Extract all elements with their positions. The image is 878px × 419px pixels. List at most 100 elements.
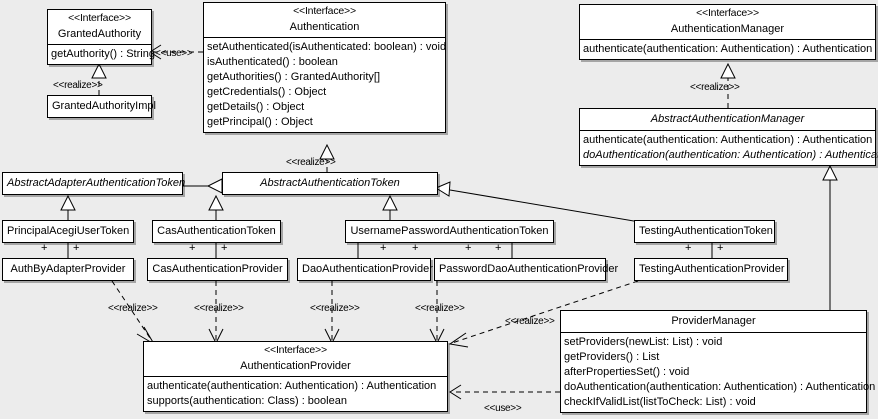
class-header: DaoAuthenticationProvider [298,259,433,280]
operation: doAuthentication(authentication: Authent… [564,381,876,393]
operation: authenticate(authentication: Authenticat… [147,379,437,392]
class-cas-authentication-provider[interactable]: CasAuthenticationProvider [147,258,288,281]
multiplicity-marker: + [495,242,502,254]
multiplicity-marker: + [685,242,692,254]
class-name: AuthenticationManager [670,22,785,35]
class-header: TestingAuthenticationProvider [635,259,787,280]
class-header: TestingAuthenticationToken [635,221,774,242]
operation: getProviders() : List [564,351,660,363]
class-name: PrincipalAcegiUserToken [7,225,130,237]
class-header: AbstractAuthenticationToken [223,173,437,194]
class-principal-acegi-user-token[interactable]: PrincipalAcegiUserToken [2,220,134,243]
class-header: AbstractAuthenticationManager [580,109,875,130]
operation: afterPropertiesSet() : void [564,366,690,378]
operations-compartment: authenticate(authentication: Authenticat… [580,130,878,165]
class-header: <<Interface>> GrantedAuthority [48,10,151,44]
operation: setAuthenticated(isAuthenticated: boolea… [207,40,447,53]
class-header: PrincipalAcegiUserToken [3,221,133,242]
class-name: Authentication [289,20,360,33]
operation: checkIfValidList(listToCheck: List) : vo… [564,396,756,408]
operation: doAuthentication(authentication: Authent… [583,149,878,161]
class-cas-authentication-token[interactable]: CasAuthenticationToken [152,220,281,243]
multiplicity-marker: + [189,242,196,254]
operation: supports(authentication: Class) : boolea… [147,394,347,407]
class-authentication-manager[interactable]: <<Interface>> AuthenticationManager auth… [579,4,876,60]
class-testing-authentication-provider[interactable]: TestingAuthenticationProvider [634,258,788,281]
class-granted-authority[interactable]: <<Interface>> GrantedAuthority getAuthor… [47,9,155,65]
edge-label-use-providermanager: <<use>> [484,403,522,414]
edge-label-realize-abstracttoken: <<realize>> [286,157,336,168]
edge-label-realize-passworddao: <<realize>> [415,303,465,314]
class-header: ProviderManager [561,311,866,332]
operations-compartment: authenticate(authentication: Authenticat… [580,38,875,59]
arrowhead-realize-grantedauthorityimpl [91,62,107,79]
operation: isAuthenticated() : boolean [207,55,338,68]
class-name: AbstractAdapterAuthenticationToken [7,177,186,189]
class-name: DaoAuthenticationProvider [302,263,433,275]
operation: authenticate(authentication: Authenticat… [583,42,873,55]
class-header: <<Interface>> Authentication [204,3,445,37]
stereotype-label: <<Interface>> [696,7,759,19]
class-dao-authentication-provider[interactable]: DaoAuthenticationProvider [297,258,433,281]
class-header: CasAuthenticationProvider [148,259,287,280]
operation: getPrincipal() : Object [207,115,313,128]
operation: getAuthorities() : GrantedAuthority[] [207,70,381,83]
multiplicity-marker: + [221,242,228,254]
class-header: AuthByAdapterProvider [3,259,133,280]
class-header: CasAuthenticationToken [153,221,280,242]
operations-compartment: setAuthenticated(isAuthenticated: boolea… [204,36,447,132]
multiplicity-marker: + [380,242,387,254]
multiplicity-marker: + [717,242,724,254]
class-header: <<Interface>> AuthenticationManager [580,5,875,39]
class-name: TestingAuthenticationToken [639,225,773,237]
operation: authenticate(authentication: Authenticat… [583,134,873,146]
operation: getDetails() : Object [207,100,305,113]
arrowhead-inherit-principaltoken [60,194,76,211]
class-abstract-authentication-manager[interactable]: AbstractAuthenticationManager authentica… [579,108,878,166]
class-name: TestingAuthenticationProvider [639,263,785,275]
edge-label-realize-authbyadapter: <<realize>> [108,303,158,314]
class-abstract-authentication-token[interactable]: AbstractAuthenticationToken [222,172,438,195]
arrowhead-realize-abstractmanager [720,62,736,79]
arrowhead-inherit-testingtoken [434,181,451,197]
class-name: UsernamePasswordAuthenticationToken [350,225,549,237]
stereotype-label: <<Interface>> [293,5,356,17]
arrowhead-realize-testing [448,332,469,348]
arrowhead-inherit-providermanager [822,164,838,181]
class-testing-authentication-token[interactable]: TestingAuthenticationToken [634,220,775,243]
multiplicity-marker: + [412,242,419,254]
class-name: AuthenticationProvider [240,359,351,372]
class-header: PasswordDaoAuthenticationProvider [435,259,619,280]
stereotype-label: <<Interface>> [68,12,131,24]
edge-inherit-testingtoken [449,189,641,223]
class-header: AbstractAdapterAuthenticationToken [3,173,186,194]
class-password-dao-authentication-provider[interactable]: PasswordDaoAuthenticationProvider [434,258,619,281]
stereotype-label: <<Interface>> [264,344,327,356]
class-abstract-adapter-authentication-token[interactable]: AbstractAdapterAuthenticationToken [2,172,186,195]
class-name: PasswordDaoAuthenticationProvider [439,263,619,275]
class-header: <<Interface>> AuthenticationProvider [144,342,447,376]
operations-compartment: authenticate(authentication: Authenticat… [144,375,447,411]
class-authentication-provider[interactable]: <<Interface>> AuthenticationProvider aut… [143,341,448,412]
class-granted-authority-impl[interactable]: GrantedAuthorityImpl [47,95,156,118]
arrowhead-inherit-adaptertoken [206,178,223,194]
class-name: AbstractAuthenticationManager [650,113,805,125]
operation: getAuthority() : String [51,47,155,60]
edge-label-realize-testing: <<realize>> [505,316,555,327]
edge-label-use-grantedauthority: <<use>> [155,48,193,59]
class-username-password-authentication-token[interactable]: UsernamePasswordAuthenticationToken [345,220,554,243]
operations-compartment: setProviders(newList: List) : void getPr… [561,332,876,412]
edge-label-realize-grantedauthorityimpl: <<realize>> [53,80,103,91]
class-name: CasAuthenticationProvider [152,263,283,275]
multiplicity-marker: + [465,242,472,254]
class-auth-by-adapter-provider[interactable]: AuthByAdapterProvider [2,258,134,281]
arrowhead-inherit-castoken [208,194,224,211]
class-authentication[interactable]: <<Interface>> Authentication setAuthenti… [203,2,446,133]
arrowhead-inherit-usernamepasswordtoken [382,194,398,211]
multiplicity-marker: + [73,242,80,254]
class-provider-manager[interactable]: ProviderManager setProviders(newList: Li… [560,310,876,413]
class-name: AuthByAdapterProvider [10,263,126,275]
operations-compartment: getAuthority() : String [48,43,155,64]
class-header: UsernamePasswordAuthenticationToken [346,221,553,242]
